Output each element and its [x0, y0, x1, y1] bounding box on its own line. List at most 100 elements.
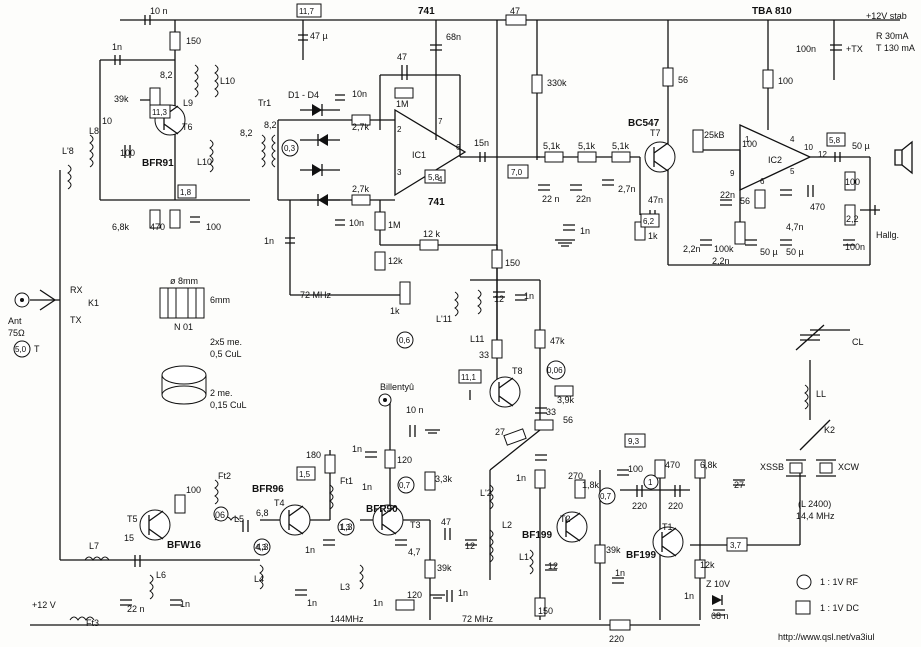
capacitor-22n-c	[720, 199, 732, 206]
capacitor-100n-top	[830, 44, 842, 51]
lbl-l10a: L10	[220, 76, 235, 86]
resistor-5-1k-c	[611, 151, 631, 163]
lbl-r-3-9k: 3,9k	[557, 395, 575, 405]
pin-2: 2	[397, 125, 402, 134]
rf-voltage-markers	[13, 139, 659, 556]
capacitor-12-t2	[545, 564, 557, 571]
lbl-r-5-1k-b: 5,1k	[578, 141, 596, 151]
lbl-ant: Ant	[8, 316, 22, 326]
lbl-c-12-t2: 12	[548, 561, 558, 571]
lbl-c-27: 27	[734, 480, 744, 490]
choke-ft2	[214, 479, 219, 505]
lbl-r-100-top: 100	[778, 76, 793, 86]
lbl-c-50u-b: 50 µ	[786, 247, 804, 257]
resistor-3-3k	[424, 471, 436, 491]
resistor-1-8k	[574, 479, 586, 499]
lbl-r-470: 470	[150, 222, 165, 232]
t4-type: BFR96	[252, 484, 284, 495]
coil-l8p	[67, 164, 72, 190]
lbl-l10b: L10	[197, 157, 212, 167]
rf-1: 1	[648, 478, 653, 487]
dc-1-5: 1,5	[299, 470, 311, 479]
lbl-coil-len: 6mm	[210, 295, 230, 305]
lbl-r-56-top: 56	[678, 75, 688, 85]
lbl-c-15n: 15n	[474, 138, 489, 148]
capacitor-4-7	[395, 539, 407, 546]
rf-0-7a: 0,7	[399, 481, 411, 490]
rf-0-6: 0,6	[399, 336, 411, 345]
lbl-c-470-r: 470	[810, 202, 825, 212]
lbl-l1: L1	[519, 552, 529, 562]
lbl-c-100b: 100	[206, 222, 221, 232]
lbl-c-100n-top: 100n	[796, 44, 816, 54]
t7-label: T7	[650, 128, 661, 138]
speaker-icon	[894, 149, 903, 166]
dc-3-7: 3,7	[730, 541, 742, 550]
capacitor-15	[134, 555, 141, 567]
lbl-c-68n: 68n	[446, 32, 461, 42]
lbl-pot-1k: 1k	[390, 306, 400, 316]
lbl-r-180: 180	[306, 450, 321, 460]
lbl-r-1m-b: 1M	[388, 220, 401, 230]
lbl-r-220-bot: 220	[609, 634, 624, 644]
supply-12v-label: +12V stab	[866, 11, 907, 21]
potentiometer-25kb	[692, 129, 704, 153]
lbl-l2: L2	[502, 520, 512, 530]
pin-3: 3	[397, 168, 402, 177]
toroid-sketch	[161, 365, 207, 385]
audio-amp-label: TBA 810	[752, 6, 792, 17]
lbl-r-2-7k-b: 2,7k	[352, 184, 370, 194]
resistor-6-8k	[149, 209, 161, 229]
lbl-r-39k: 39k	[114, 94, 129, 104]
t3-type: BFR90	[366, 504, 398, 515]
dc-11-3: 11,3	[152, 108, 168, 117]
lbl-c-2-7n: 2,7n	[618, 184, 636, 194]
lbl-l7: L7	[89, 541, 99, 551]
dc-5-8b: 5,8	[829, 136, 841, 145]
trimmer-cl	[795, 324, 825, 351]
lbl-freq-72-top: 72 MHz	[300, 290, 332, 300]
capacitor-10n-key	[409, 425, 416, 437]
supply-plus-tx: +TX	[846, 44, 863, 54]
lbl-r-150-mid: 150	[505, 258, 520, 268]
lbl-c-50u-a: 50 µ	[760, 247, 778, 257]
lbl-c-15: 15	[124, 533, 134, 543]
pin-6: 6	[456, 143, 461, 152]
capacitor-100-t2	[617, 469, 629, 476]
pin-ic2-4: 4	[790, 135, 795, 144]
lbl-c-1n-tl: 1n	[112, 42, 122, 52]
lbl-r-1k-a: 1k	[648, 231, 658, 241]
inductors	[67, 64, 809, 621]
resistor-1k-a	[634, 221, 646, 241]
resistor-220-bot	[609, 619, 631, 631]
lbl-c-12-b: 12	[465, 541, 475, 551]
resistor-470-t1	[654, 459, 666, 479]
lbl-l3: L3	[340, 582, 350, 592]
lbl-c-1n-t4b: 1n	[307, 598, 317, 608]
capacitor-1n-tl	[114, 55, 121, 65]
lbl-c-1n-r: 1n	[580, 226, 590, 236]
capacitor-1n-t5	[170, 599, 182, 606]
rf-0-06: 0,06	[547, 366, 563, 375]
ic1-label: IC1	[412, 150, 426, 160]
lbl-r-3-3k: 3,3k	[435, 474, 453, 484]
lbl-rx: RX	[70, 285, 83, 295]
resistors	[149, 14, 856, 631]
capacitor-22n-b	[570, 184, 582, 191]
lbl-c-1n-ft1: 1n	[362, 482, 372, 492]
rf-5-0: 5,0	[15, 345, 27, 354]
lbl-wind2a: 2 me.	[210, 388, 233, 398]
coil-ll	[804, 384, 809, 410]
resistor-56-mid	[534, 419, 554, 431]
lbl-l6: L6	[156, 570, 166, 580]
lbl-c-8-2b: 8,2	[240, 128, 253, 138]
lbl-c-68n-b: 68 n	[711, 611, 729, 621]
capacitor-47-fb	[401, 65, 408, 80]
lbl-r-100-out: 100	[845, 177, 860, 187]
lbl-zener: Z 10V	[706, 579, 730, 589]
capacitor-10n-b	[335, 219, 345, 226]
pin-7: 7	[438, 117, 443, 126]
lbl-l8: L8	[89, 126, 99, 136]
coil-l6	[149, 574, 154, 600]
